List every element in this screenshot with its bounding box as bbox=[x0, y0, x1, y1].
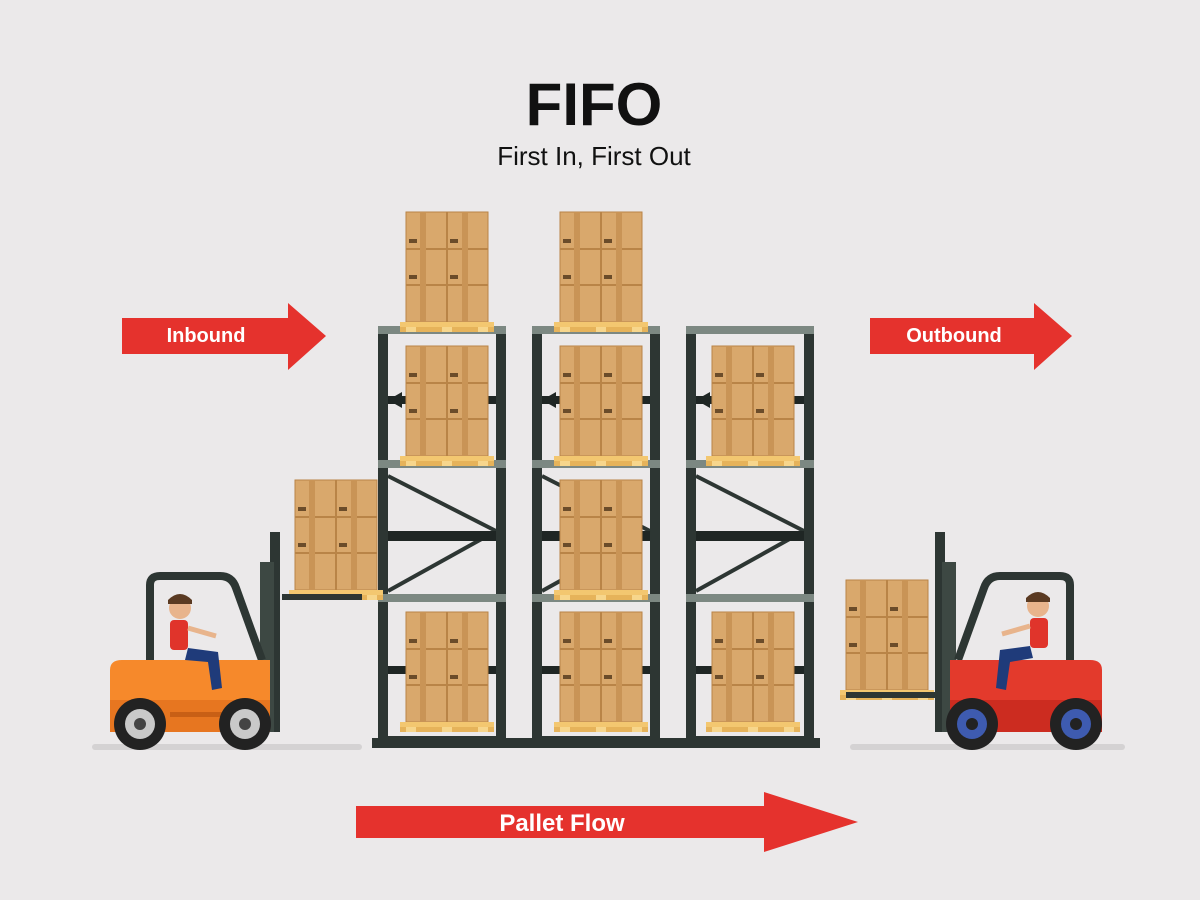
box-stack-r2-2 bbox=[553, 479, 649, 601]
outbound-arrow: Outbound bbox=[870, 303, 1072, 370]
pallet-flow-arrow: Pallet Flow bbox=[356, 792, 858, 852]
box-stack-top-2 bbox=[553, 211, 649, 333]
ground-line-left bbox=[92, 744, 362, 750]
page-title: FIFO bbox=[526, 71, 663, 138]
ground-line-right bbox=[850, 744, 1125, 750]
box-stacks bbox=[399, 211, 801, 733]
box-stack-outgoing bbox=[839, 579, 935, 701]
page-subtitle: First In, First Out bbox=[497, 141, 691, 171]
box-stack-r3-3 bbox=[705, 611, 801, 733]
box-stack-top-1 bbox=[399, 211, 495, 333]
outbound-label: Outbound bbox=[906, 325, 1002, 347]
box-stack-r1-2 bbox=[553, 345, 649, 467]
pallet-flow-label: Pallet Flow bbox=[499, 810, 625, 837]
box-stack-r3-1 bbox=[399, 611, 495, 733]
forklift-right-icon bbox=[839, 532, 1102, 750]
forklift-left-icon bbox=[110, 479, 384, 750]
inbound-arrow: Inbound bbox=[122, 303, 326, 370]
inbound-label: Inbound bbox=[167, 325, 246, 347]
box-stack-r1-3 bbox=[705, 345, 801, 467]
box-stack-r3-2 bbox=[553, 611, 649, 733]
box-stack-incoming bbox=[288, 479, 384, 601]
box-stack-r1-1 bbox=[399, 345, 495, 467]
pallet-rack-icon bbox=[372, 324, 820, 748]
